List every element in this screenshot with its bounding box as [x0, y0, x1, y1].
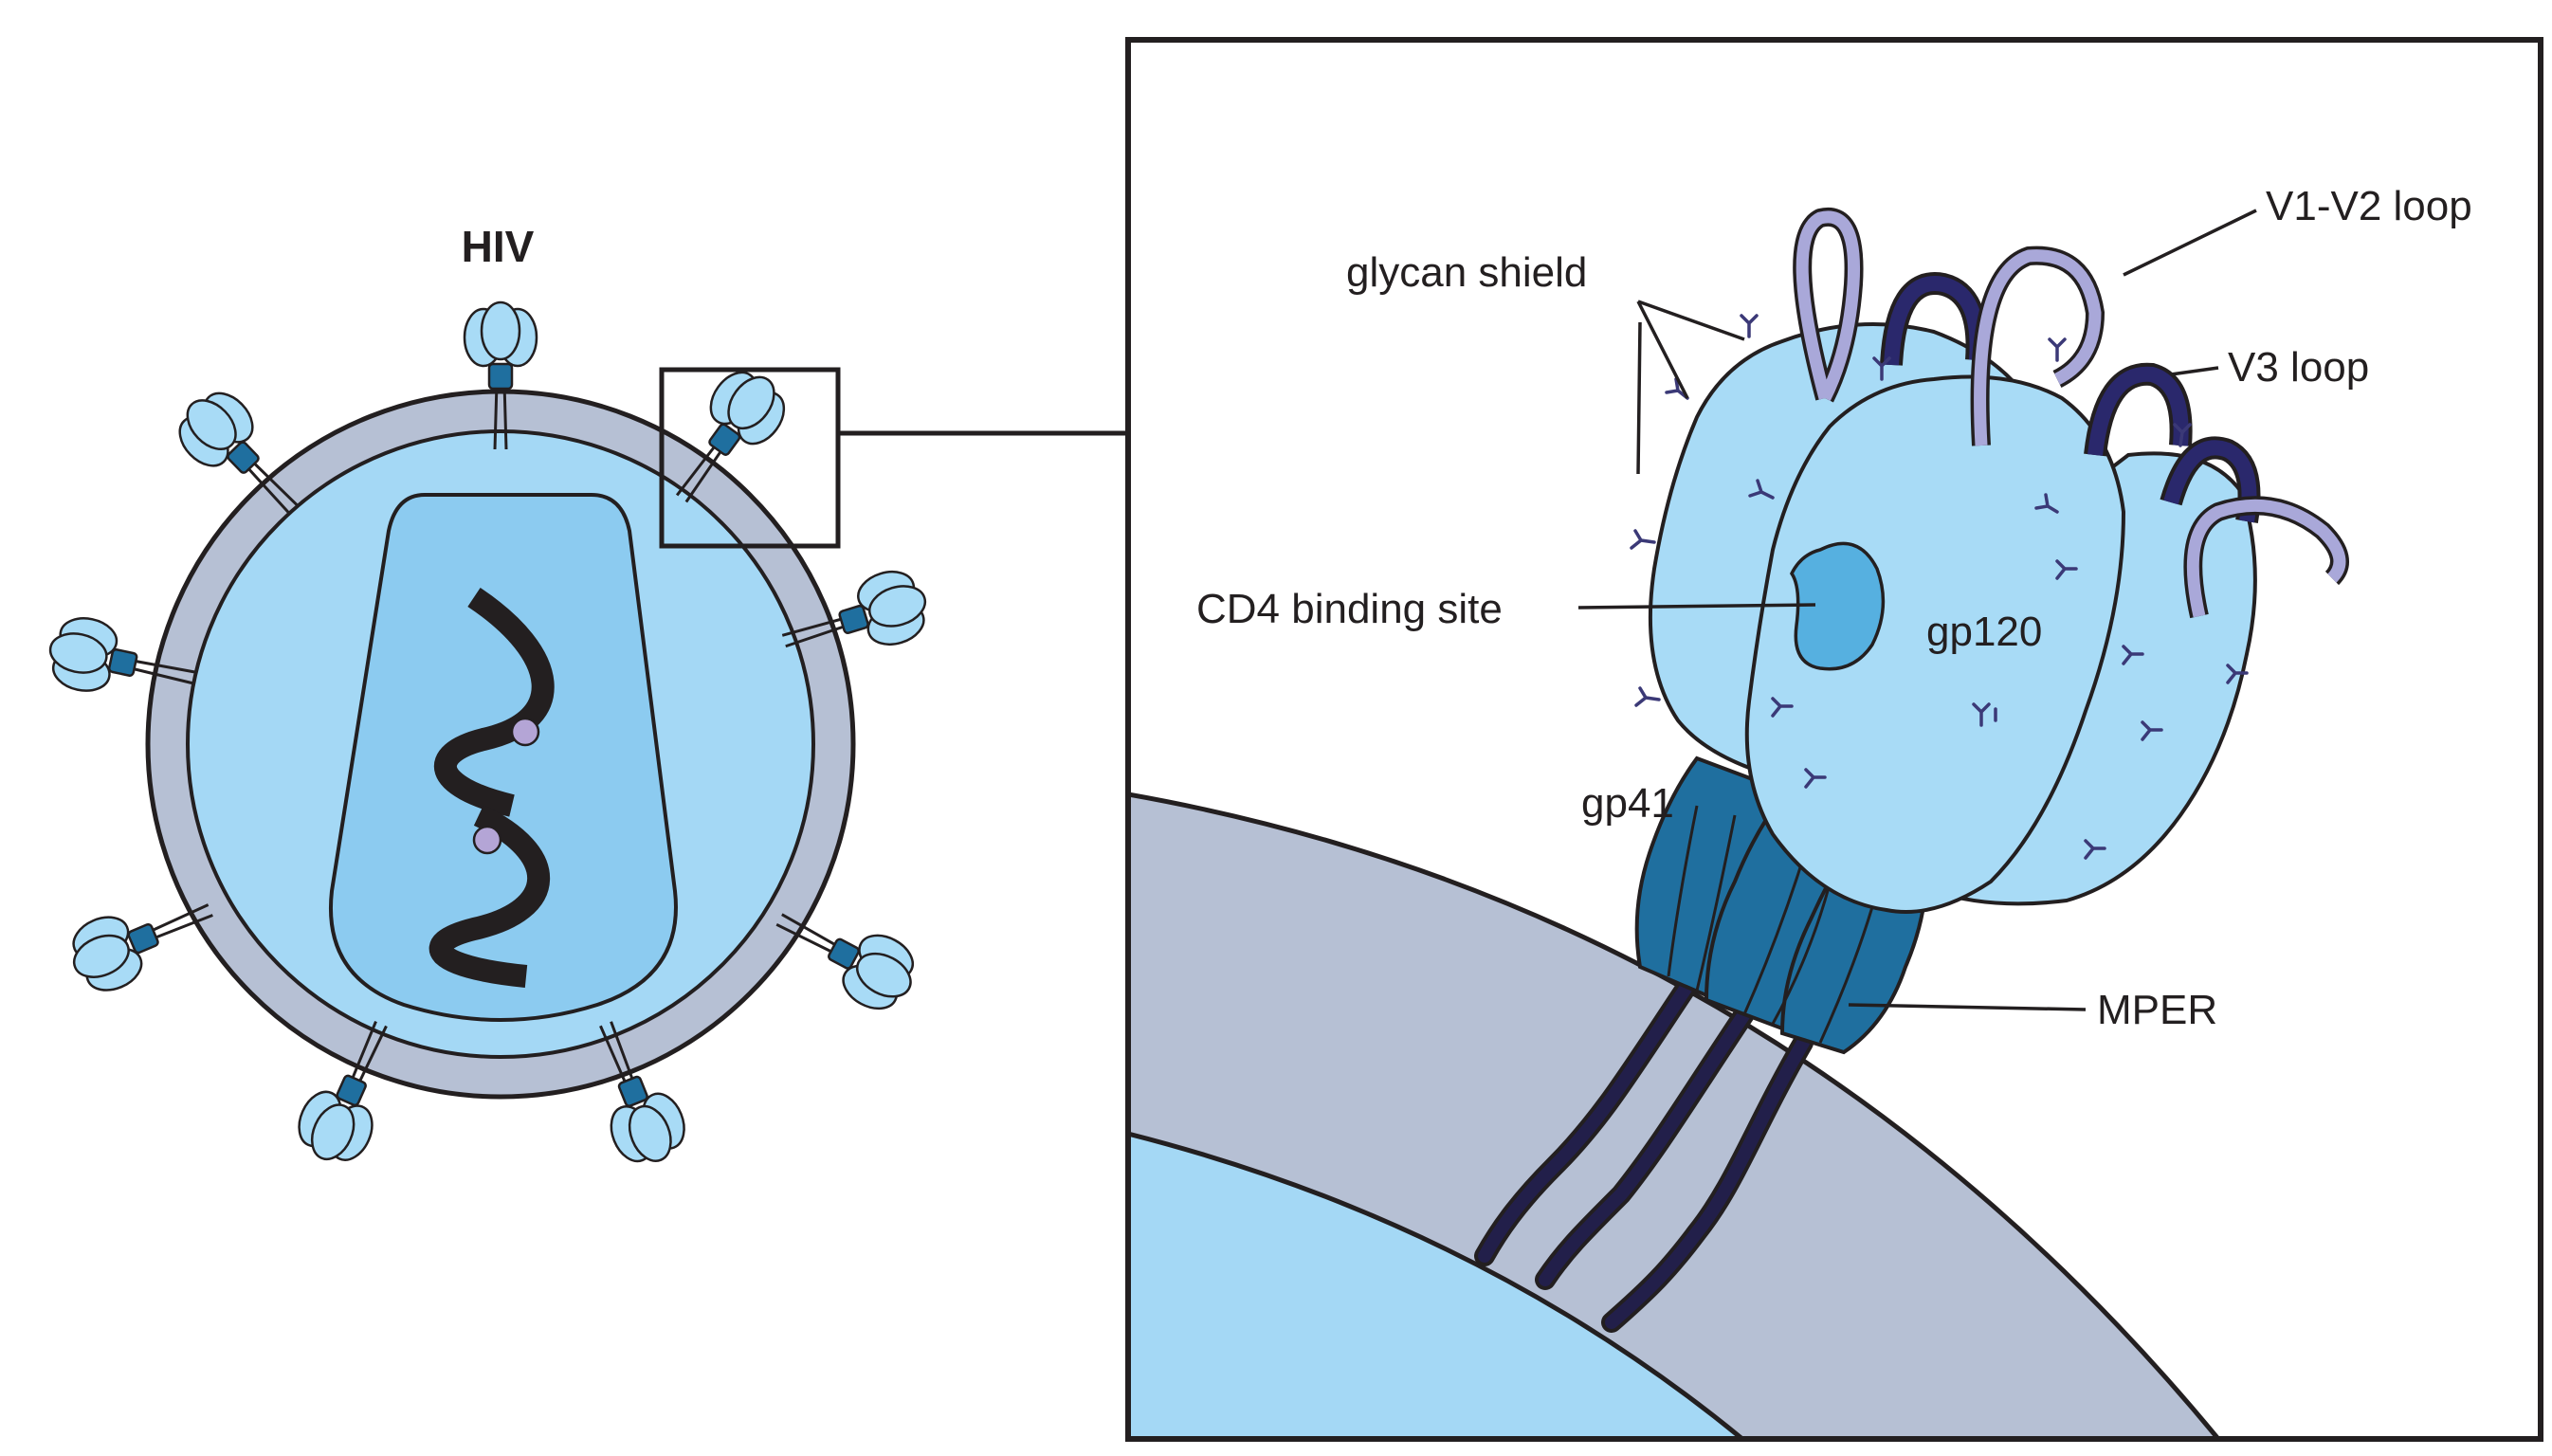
- inset-frame: [1125, 37, 2543, 1442]
- labels: glycan shield V1-V2 loop V3 loop CD4 bin…: [1196, 183, 2472, 1033]
- gp120-front-protomer: [1744, 374, 2126, 914]
- zoom-box: [659, 367, 841, 549]
- cd4-binding-site: [1789, 541, 1886, 671]
- v1v2-loops: [1793, 207, 2349, 619]
- v3-loops: [1880, 272, 2261, 523]
- enzyme-particle: [510, 717, 540, 747]
- label-v1v2-loop: V1-V2 loop: [2266, 183, 2472, 229]
- hiv-virion: HIV: [41, 222, 937, 1175]
- label-gp41: gp41: [1581, 780, 1674, 827]
- enzyme-particle: [472, 825, 502, 855]
- virus-title: HIV: [462, 222, 535, 271]
- label-gp120: gp120: [1926, 609, 2042, 655]
- inset-interior: [1128, 1131, 1746, 1439]
- rna-strand-1: [433, 588, 555, 817]
- leader-lines: [1577, 209, 2257, 1011]
- label-v3-loop: V3 loop: [2228, 344, 2369, 391]
- capsid: [329, 493, 678, 1022]
- glycans: [1630, 314, 2249, 860]
- label-glycan-shield: glycan shield: [1346, 249, 1587, 296]
- label-cd4-binding-site: CD4 binding site: [1196, 586, 1503, 632]
- rna-strand-2: [428, 805, 551, 988]
- inset-panel: [1128, 40, 2541, 1439]
- transmembrane-tails: [1474, 975, 1814, 1333]
- label-mper: MPER: [2097, 987, 2217, 1033]
- gp120-trimer: [1648, 322, 2257, 914]
